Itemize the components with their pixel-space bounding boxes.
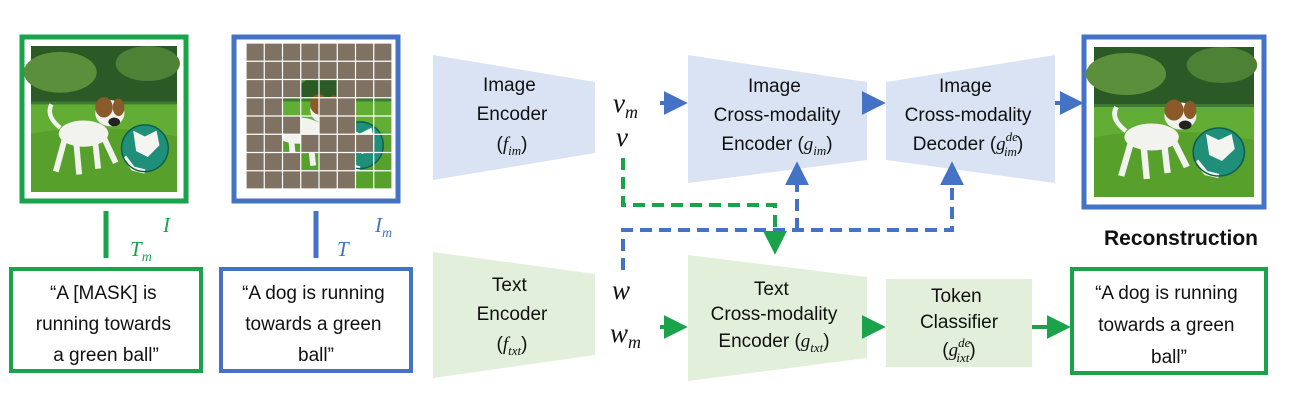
mask-patch xyxy=(355,43,374,62)
image-encoder-label: Image Encoder xyxy=(477,75,548,125)
mask-patch xyxy=(282,116,301,135)
mask-patch xyxy=(373,61,392,80)
mask-patch xyxy=(246,43,265,62)
text-encoder-fn: (ftxt) xyxy=(497,334,528,358)
symbol-v-m: vm xyxy=(613,88,638,122)
mask-patch xyxy=(246,61,265,80)
mask-patch xyxy=(264,134,283,153)
mask-patch xyxy=(319,152,338,171)
mask-patch xyxy=(319,43,338,62)
image-cross-decoder-label: Image Cross-modality xyxy=(905,76,1032,126)
reconstruction-caption: Reconstruction xyxy=(1104,227,1258,250)
masked-image-frame xyxy=(231,34,401,204)
mask-patch xyxy=(264,43,283,62)
output-text: “A dog is running towards a green ball” xyxy=(1095,283,1243,368)
mask-patch xyxy=(337,97,356,116)
mask-patch xyxy=(282,61,301,80)
symbol-T-m: Tm xyxy=(130,237,152,265)
symbol-w: w xyxy=(612,275,630,305)
image-encoder-fn: (fim) xyxy=(497,134,528,158)
mask-patch xyxy=(300,134,319,153)
mask-patch xyxy=(282,79,301,98)
original-text: “A dog is running towards a green ball” xyxy=(242,283,390,366)
mask-patch xyxy=(337,61,356,80)
mask-patch xyxy=(264,170,283,189)
token-classifier-block xyxy=(886,279,1032,367)
text-cross-encoder-block xyxy=(688,255,867,381)
original-image-frame xyxy=(19,34,189,204)
mask-patch xyxy=(355,134,374,153)
mask-patch xyxy=(246,97,265,116)
mask-patch xyxy=(319,134,338,153)
mask-patch xyxy=(246,170,265,189)
mask-patch xyxy=(282,152,301,171)
symbol-v: v xyxy=(616,122,628,152)
symbol-I-m: Im xyxy=(374,213,392,241)
reconstructed-dog-photo xyxy=(1086,47,1257,197)
mask-patch xyxy=(246,134,265,153)
image-encoder-block xyxy=(433,55,595,180)
mask-patch xyxy=(282,170,301,189)
text-cross-encoder-label: Text Cross-modality xyxy=(711,279,838,325)
dog-with-ball-photo xyxy=(24,46,180,192)
mask-patch xyxy=(246,79,265,98)
mask-patch xyxy=(337,152,356,171)
mask-patch xyxy=(337,43,356,62)
mask-patch xyxy=(282,43,301,62)
image-cross-encoder-block xyxy=(688,55,867,183)
mask-patch xyxy=(355,61,374,80)
dashed-arrow-v-to-text-cross-encoder xyxy=(621,158,787,255)
mask-patch xyxy=(264,116,283,135)
mask-patch xyxy=(300,43,319,62)
text-encoder-block xyxy=(433,252,595,378)
output-text-box xyxy=(1070,267,1268,375)
mask-patch xyxy=(300,170,319,189)
masked-dog-photo xyxy=(246,43,392,189)
mask-patch xyxy=(355,79,374,98)
mask-patch xyxy=(319,97,338,116)
masked-text: “A [MASK] is running towards a green bal… xyxy=(36,283,176,366)
mask-patch xyxy=(246,152,265,171)
reconstruction-image-frame xyxy=(1081,34,1267,210)
symbol-I: I xyxy=(162,213,171,237)
mask-patch xyxy=(337,116,356,135)
mask-patch xyxy=(373,43,392,62)
image-cross-encoder-fn: Encoder (gim) xyxy=(721,134,832,158)
text-encoder-label: Text Encoder xyxy=(477,275,548,325)
mask-patch xyxy=(319,116,338,135)
mask-patch xyxy=(264,79,283,98)
original-text-box xyxy=(219,267,413,373)
image-cross-decoder-block xyxy=(886,55,1055,183)
masked-text-box xyxy=(9,267,203,373)
mask-patch xyxy=(373,79,392,98)
mask-patch xyxy=(337,170,356,189)
dashed-arrow-w-to-image-cross-decoder xyxy=(621,161,964,270)
symbol-T: T xyxy=(337,237,350,261)
mask-patch xyxy=(264,61,283,80)
mask-patch xyxy=(246,116,265,135)
image-cross-encoder-label: Image Cross-modality xyxy=(714,76,841,126)
mask-patch xyxy=(300,61,319,80)
mask-patch xyxy=(319,61,338,80)
mask-patch xyxy=(319,170,338,189)
symbol-w-m: wm xyxy=(610,318,641,352)
token-classifier-label: Token Classifier xyxy=(920,286,999,333)
mask-patch xyxy=(337,79,356,98)
mask-patch xyxy=(264,152,283,171)
mask-patch xyxy=(264,97,283,116)
text-cross-encoder-fn: Encoder (gtxt) xyxy=(718,331,829,355)
mask-patch xyxy=(337,134,356,153)
